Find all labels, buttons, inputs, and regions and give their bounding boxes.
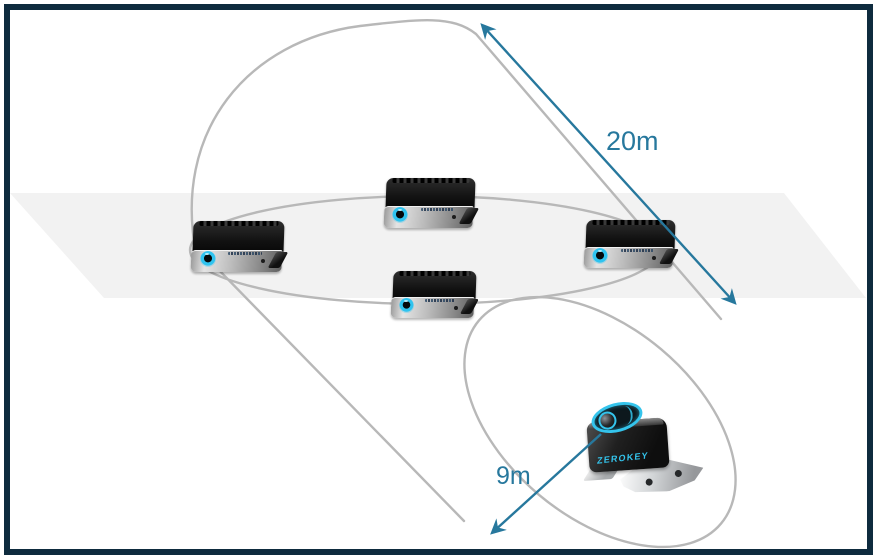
anchor-device-left <box>190 221 289 274</box>
anchor-label-text <box>228 251 263 255</box>
anchor-device-bottom <box>390 271 480 320</box>
anchor-device-right <box>583 220 680 270</box>
range-label: 20m <box>606 126 659 156</box>
anchor-led-ring-icon <box>199 250 216 267</box>
anchor-label-text <box>620 249 654 252</box>
anchor-label-text <box>424 299 456 303</box>
anchor-button <box>260 258 265 263</box>
anchor-button <box>652 255 657 260</box>
anchor-led-ring-icon <box>398 298 414 314</box>
anchor-button <box>454 305 458 310</box>
anchor-label-text <box>420 208 454 212</box>
zerokey-mobile-device: ZEROKEY <box>576 396 716 503</box>
height-label: 9m <box>496 462 531 490</box>
anchor-housing <box>192 221 285 254</box>
anchor-device-top <box>383 178 480 230</box>
